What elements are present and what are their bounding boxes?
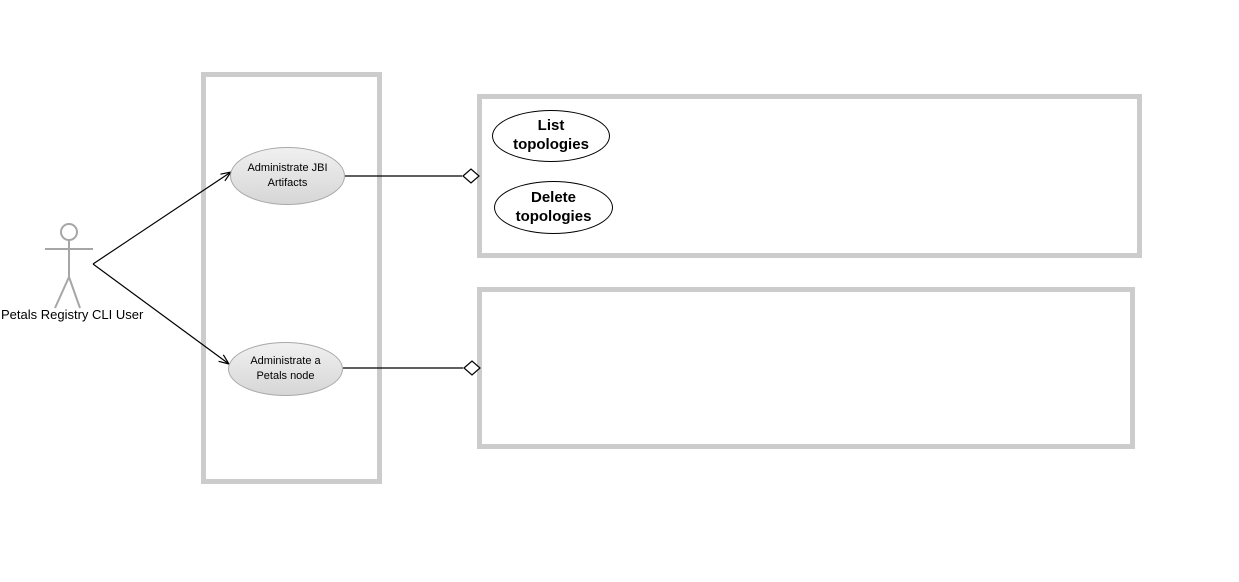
association-arrow-jbi-artifacts bbox=[92, 171, 233, 265]
use-case-delete-topologies: Delete topologies bbox=[494, 181, 613, 234]
aggregation-diamond-icon bbox=[463, 360, 481, 376]
aggregation-diamond-icon bbox=[462, 168, 480, 184]
aggregation-connector-bottom bbox=[343, 360, 481, 376]
actor-label: Petals Registry CLI User bbox=[1, 307, 144, 322]
use-case-label: Delete topologies bbox=[515, 188, 592, 225]
association-arrow-petals-node bbox=[92, 263, 231, 365]
actor-icon bbox=[45, 223, 93, 309]
use-case-administrate-petals-node: Administrate a Petals node bbox=[228, 342, 343, 396]
use-case-list-topologies: List topologies bbox=[492, 110, 610, 162]
system-boundary-left bbox=[201, 72, 382, 484]
use-case-label: Administrate JBI Artifacts bbox=[247, 162, 328, 189]
use-case-label: Administrate a Petals node bbox=[250, 355, 321, 382]
aggregation-connector-top bbox=[345, 168, 480, 184]
use-case-administrate-jbi-artifacts: Administrate JBI Artifacts bbox=[230, 147, 345, 205]
system-boundary-bottom-right bbox=[477, 287, 1135, 449]
use-case-label: List topologies bbox=[513, 117, 589, 153]
